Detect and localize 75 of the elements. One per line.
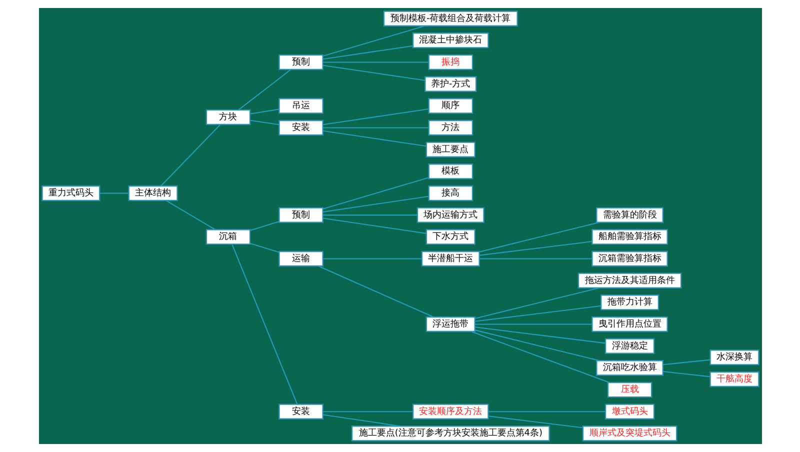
node-box: 方块 xyxy=(205,109,250,126)
node-box: 模板 xyxy=(428,164,473,180)
connector xyxy=(479,240,592,256)
node-box: 混凝土中掺块石 xyxy=(412,32,488,48)
node-box: 拖运方法及其适用条件 xyxy=(577,272,682,288)
connector xyxy=(322,45,413,60)
node-box: 施工要点 xyxy=(425,142,476,158)
connector xyxy=(322,127,428,128)
node-box: 干舷高度 xyxy=(709,371,759,388)
node-box: 安装 xyxy=(278,120,323,136)
connector xyxy=(250,108,279,114)
node-box: 顺序 xyxy=(428,98,473,114)
connector xyxy=(662,359,710,366)
node-box: 运输 xyxy=(278,250,323,267)
node-box: 浮游稳定 xyxy=(604,338,654,354)
node-box: 安装顺序及方法 xyxy=(412,404,488,420)
node-box: 主体结构 xyxy=(128,185,178,202)
connector xyxy=(238,69,291,110)
node-box: 水深换算 xyxy=(709,350,759,366)
connector xyxy=(474,324,592,325)
connector xyxy=(474,287,599,319)
node-box: 需验算的阶段 xyxy=(596,207,664,223)
connector xyxy=(231,244,298,404)
node-box: 拖带力计算 xyxy=(600,294,659,310)
node-box: 重力式码头 xyxy=(41,185,100,202)
node-box: 方法 xyxy=(428,120,473,136)
connector xyxy=(322,218,426,234)
connector xyxy=(474,330,599,362)
connector xyxy=(322,62,428,63)
connector xyxy=(479,258,592,260)
connector xyxy=(662,371,710,378)
connector xyxy=(322,25,425,56)
node-box: 沉箱吃水验算 xyxy=(596,360,664,376)
connector xyxy=(250,120,279,126)
connector xyxy=(322,411,412,412)
node-box: 沉箱 xyxy=(205,229,250,245)
connector xyxy=(474,305,600,322)
node-box: 接高 xyxy=(428,185,473,202)
connector xyxy=(474,326,605,344)
node-box: 安装 xyxy=(278,404,323,420)
connector xyxy=(322,64,425,81)
connector xyxy=(166,200,215,230)
node-box: 沉箱需验算指标 xyxy=(591,250,668,267)
node-box: 顺岸式及突堤式码头 xyxy=(582,426,677,442)
connector xyxy=(322,196,428,212)
connector xyxy=(160,124,220,186)
node-box: 吊运 xyxy=(278,98,323,114)
connector xyxy=(488,411,605,412)
connector xyxy=(478,222,599,252)
connector xyxy=(322,177,428,210)
connector xyxy=(250,242,279,253)
node-box: 曳引作用点位置 xyxy=(591,316,668,332)
node-box: 施工要点(注意可参考方块安装施工要点第4条) xyxy=(350,426,550,442)
node-box: 预制模板-荷载组合及荷载计算 xyxy=(382,10,518,26)
connector xyxy=(322,414,400,427)
node-box: 场内运输方式 xyxy=(416,207,484,223)
connector xyxy=(318,266,433,318)
connector xyxy=(99,192,128,194)
connector xyxy=(488,416,582,428)
node-box: 预制 xyxy=(278,207,323,223)
connector xyxy=(250,221,279,231)
node-box: 压载 xyxy=(606,382,652,398)
connector xyxy=(322,108,428,126)
connector xyxy=(470,331,609,383)
node-box: 养护-方式 xyxy=(424,76,476,92)
connector xyxy=(322,214,417,216)
node-box: 船舶需验算指标 xyxy=(591,229,668,245)
node-box: 振捣 xyxy=(428,54,473,70)
connector xyxy=(322,258,422,260)
node-box: 预制 xyxy=(278,54,323,70)
node-box: 墩式码头 xyxy=(604,404,654,420)
node-box: 半潜船干运 xyxy=(420,250,480,267)
connector xyxy=(322,130,426,147)
node-box: 浮运拖带 xyxy=(425,316,476,332)
node-box: 下水方式 xyxy=(425,229,476,245)
